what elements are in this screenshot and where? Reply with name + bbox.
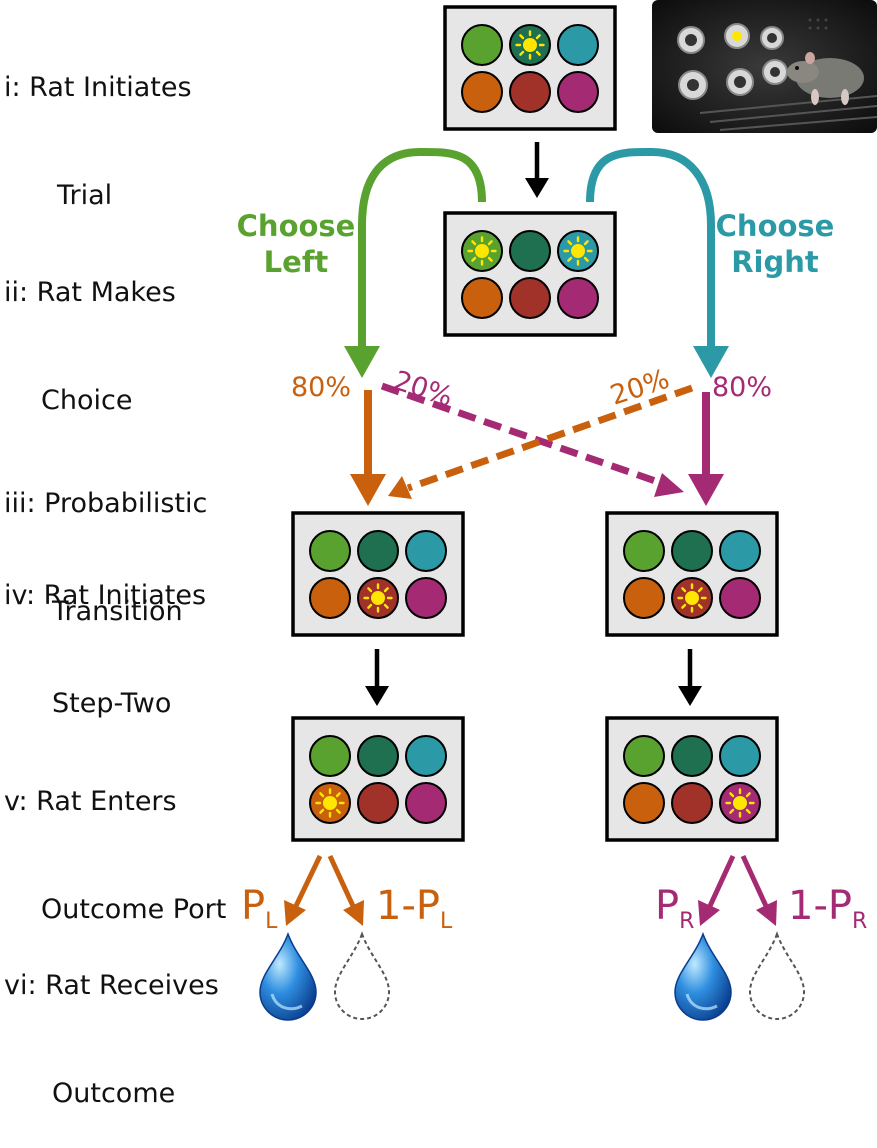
choose-left-label-line2: Left [264,245,329,279]
step-label-1: i: Rat Initiates Trial [4,0,192,250]
box-outcome-right [605,716,779,842]
choose-right-label-line1: Choose [716,209,835,243]
step-1-line2: Trial [57,180,113,211]
left-omission-prob: 1-PL [376,883,453,934]
port-red [671,782,713,824]
port-teal [719,735,761,777]
step-3-line1: iii: Probabilistic [4,488,208,519]
port-light-icon [677,583,707,613]
port-orange [623,782,665,824]
left-rare-prob: 20% [390,365,457,413]
port-green [309,735,351,777]
step-label-2: ii: Rat Makes Choice [4,203,176,455]
port-magenta [405,577,447,619]
port-light-icon [363,583,393,613]
port-light-icon [515,30,545,60]
port-dark-green [671,735,713,777]
port-orange [461,277,503,319]
step-label-5: v: Rat Enters Outcome Port [4,712,226,964]
step-1-line1: i: Rat Initiates [4,72,192,103]
step-5-line1: v: Rat Enters [4,786,177,817]
flow-arrows [284,142,777,926]
port-dark-green [671,530,713,572]
port-light-icon [563,236,593,266]
port-green [461,24,503,66]
port-green [623,530,665,572]
box-outcome-left [291,716,465,842]
port-orange [623,577,665,619]
port-light-icon [467,236,497,266]
port-orange [309,577,351,619]
step-6-line1: vi: Rat Receives [4,970,219,1001]
right-omission-prob: 1-PR [788,883,867,934]
choose-right-label-line2: Right [731,245,819,279]
empty-drop-left-icon [333,931,391,1020]
right-common-prob: 80% [712,372,772,403]
port-teal [719,530,761,572]
port-red [509,277,551,319]
port-teal [405,530,447,572]
port-orange [461,71,503,113]
rat-chamber-photo [652,0,877,133]
step-4-line2: Step-Two [52,688,172,719]
step-2-line2: Choice [41,385,133,416]
port-magenta [557,71,599,113]
port-red [509,71,551,113]
step-label-4: iv: Rat Initiates Step-Two [4,506,206,758]
left-common-prob: 80% [291,372,351,403]
step-5-line2: Outcome Port [41,894,227,925]
left-reward-prob: PL [241,883,278,934]
port-magenta [405,782,447,824]
step-3-line2: Transition [52,596,183,627]
choose-right-arrow [586,147,715,350]
port-light-icon [725,788,755,818]
port-green [309,530,351,572]
choose-left-arrow [358,147,486,350]
port-magenta [719,577,761,619]
box-step-two-right [605,511,779,637]
port-dark-green [357,530,399,572]
port-red [357,782,399,824]
water-drop-left-icon [259,931,317,1021]
port-teal [405,735,447,777]
step-6-line2: Outcome [52,1078,176,1109]
choose-left-label-line1: Choose [237,209,356,243]
port-magenta [557,277,599,319]
port-teal [557,24,599,66]
port-boxes [291,5,779,842]
step-label-3: iii: Probabilistic Transition [4,414,207,666]
water-drop-right-icon [674,931,732,1021]
empty-drop-right-icon [748,931,806,1020]
port-green [623,735,665,777]
port-dark-green [357,735,399,777]
port-dark-green [509,230,551,272]
task-diagram: Choose Left Choose Right 80% 20% 20% 80%… [237,0,877,1021]
right-reward-prob: PR [655,883,694,934]
box-initiate-trial [443,5,617,131]
port-light-icon [315,788,345,818]
step-4-line1: iv: Rat Initiates [4,580,207,611]
step-2-line1: ii: Rat Makes [4,277,176,308]
box-choice [443,211,617,337]
box-step-two-left [291,511,465,637]
